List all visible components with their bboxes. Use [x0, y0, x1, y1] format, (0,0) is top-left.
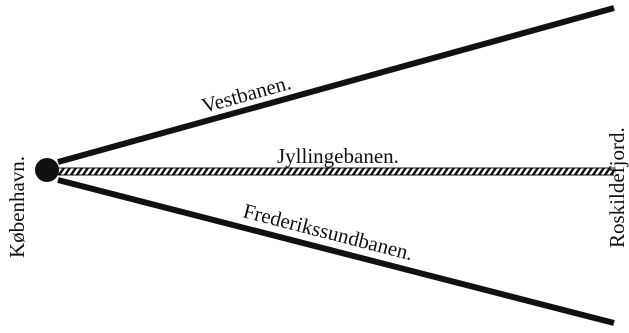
vestbanen-line [57, 5, 615, 165]
frederikssundbanen-line [57, 177, 615, 326]
jyllingebanen-label: Jyllingebanen. [277, 144, 399, 168]
origin-node [35, 158, 59, 182]
jyllingebanen-line [58, 167, 614, 176]
origin-label: København. [5, 156, 29, 258]
destination-label: Roskildefjord. [605, 127, 629, 248]
